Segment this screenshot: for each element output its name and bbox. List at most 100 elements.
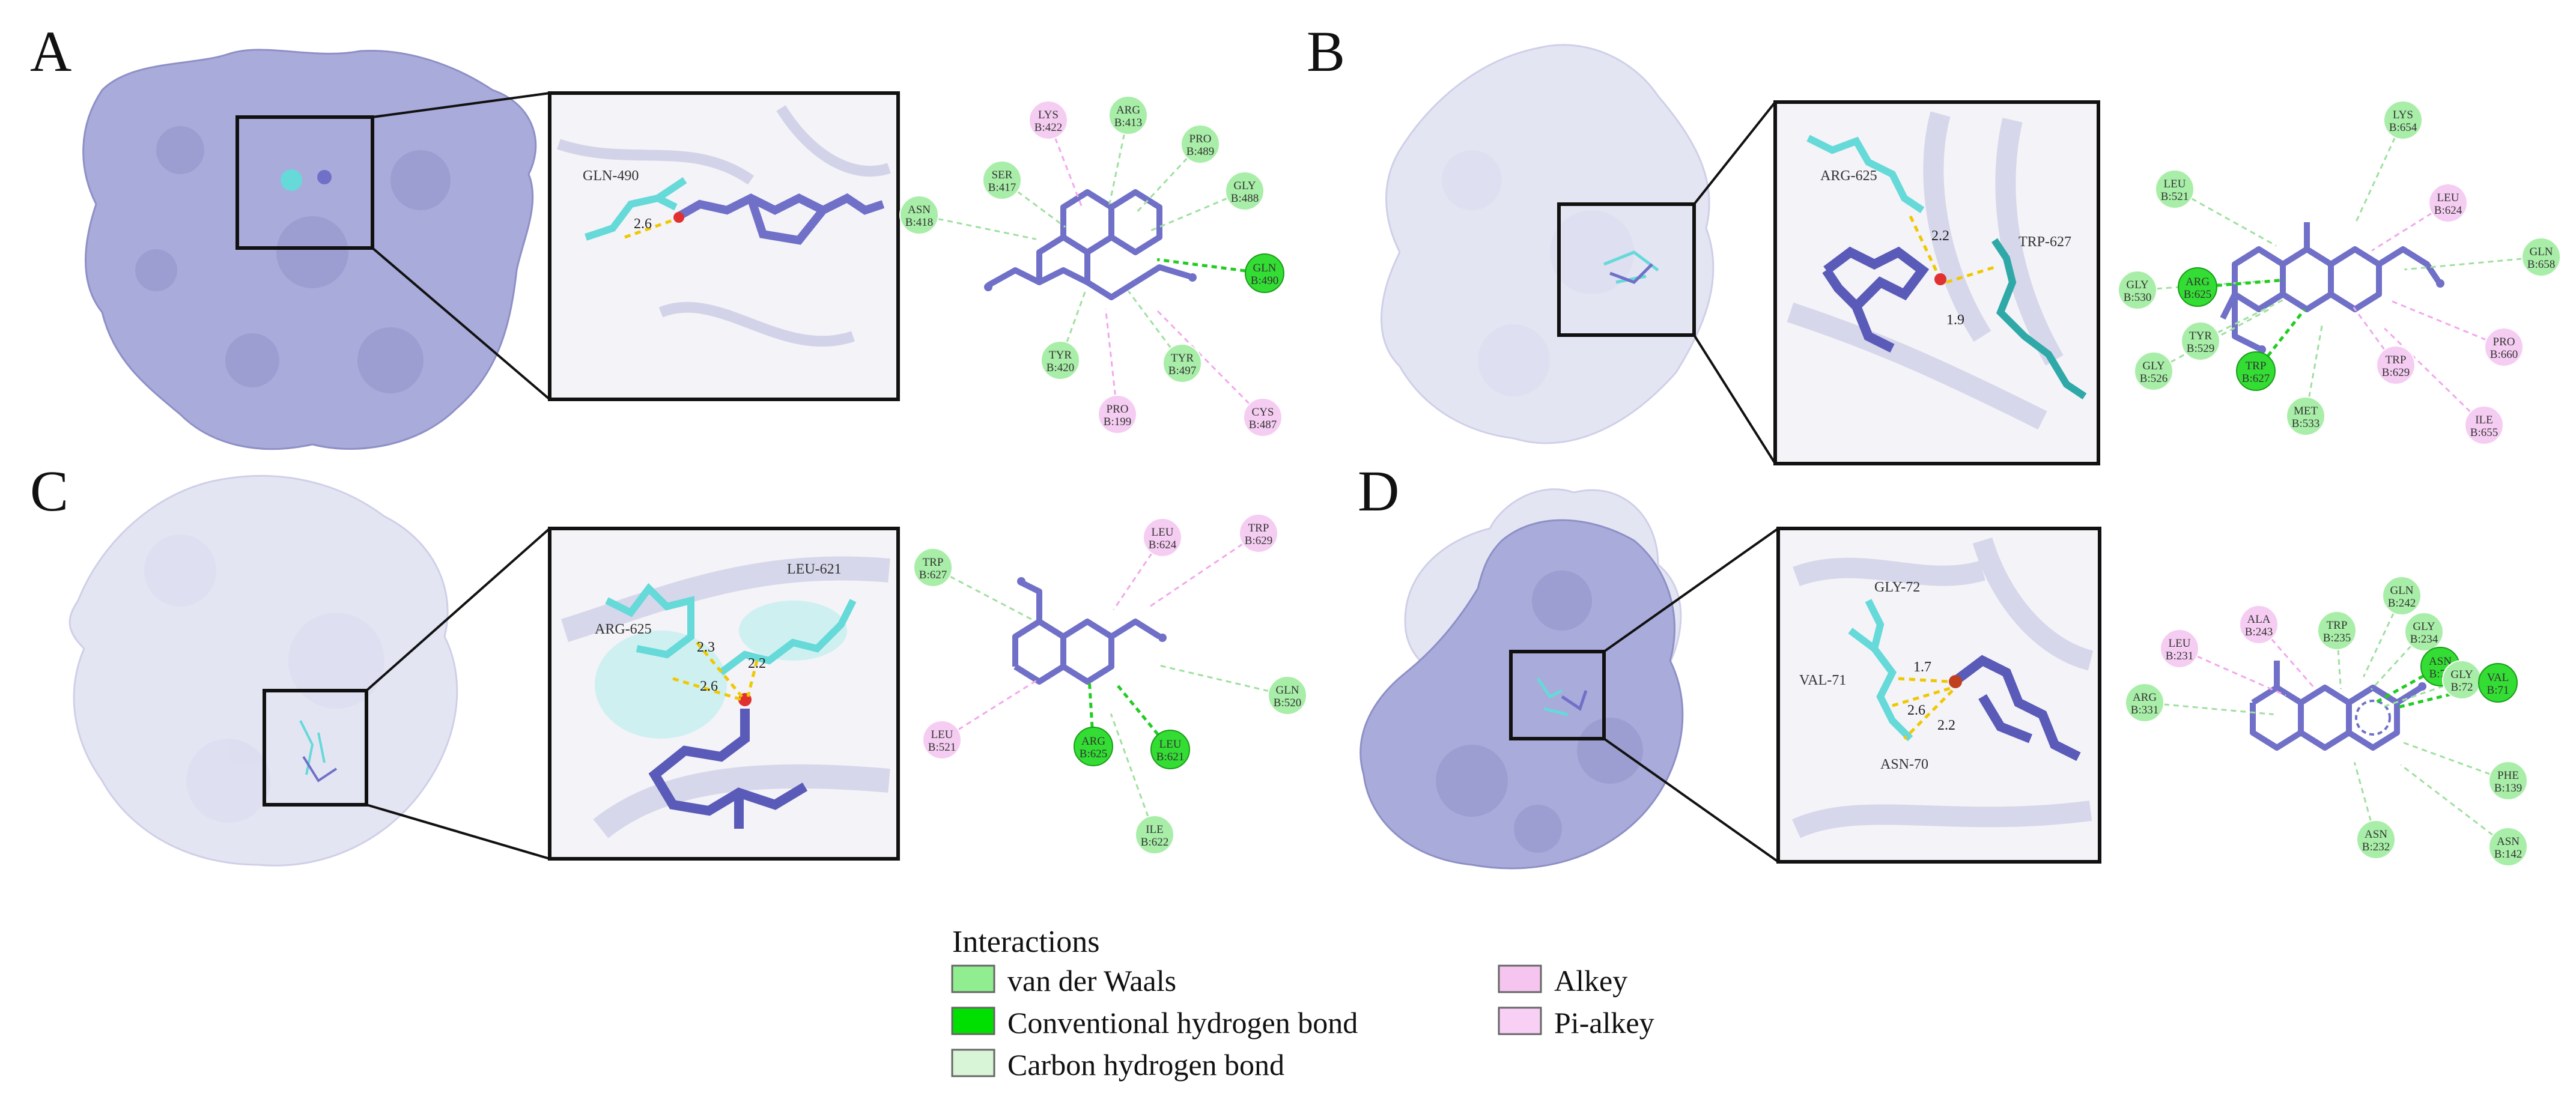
residue-name: ASN <box>908 204 931 216</box>
residue-name: TYR <box>2189 330 2212 342</box>
residue-id: B:624 <box>1149 539 1177 551</box>
residue-id: B:242 <box>2388 597 2416 610</box>
residue-name: ASN <box>2365 828 2387 841</box>
residue-id: B:72 <box>2451 681 2473 694</box>
residue-id: B:417 <box>988 181 1016 194</box>
residue-circle <box>1239 513 1278 553</box>
residue-name: ILE <box>2475 414 2493 426</box>
residue-circle <box>1108 95 1148 135</box>
residue-name: SER <box>992 169 1013 181</box>
residue-circle <box>1074 727 1113 766</box>
residue-circle <box>922 720 962 760</box>
residue-name: PHE <box>2497 769 2519 782</box>
focus-box-d <box>1509 650 1606 740</box>
protein-surface-c <box>68 475 458 867</box>
residue-group-d: GLNB:242ALAB:243TRPB:235GLYB:234LEUB:231… <box>2125 576 2528 867</box>
distance-label: 2.2 <box>1931 228 1949 244</box>
surface-texture-a <box>135 126 451 393</box>
panel-label-c: C <box>30 459 68 523</box>
ligand-2d-d <box>2250 661 2423 751</box>
distance-label: 1.9 <box>1946 312 1964 328</box>
residue-name: GLN <box>1253 262 1276 274</box>
residue-circle <box>2464 405 2504 445</box>
residue-name: GLY <box>2126 279 2148 291</box>
residue-circle <box>2286 396 2325 436</box>
zoom-residue-label: ARG-625 <box>1820 168 1877 184</box>
interaction-line <box>2391 300 2505 348</box>
residue-name: TRP <box>923 556 944 569</box>
residue-id: B:624 <box>2434 204 2462 217</box>
residue-circle <box>2488 761 2528 801</box>
residue-circle <box>2382 576 2422 616</box>
residue-id: B:530 <box>2124 291 2151 304</box>
residue-circle <box>2236 351 2276 391</box>
residue-circle <box>1180 124 1220 164</box>
ligand-2d-a <box>986 189 1191 300</box>
residue-name: ARG <box>1116 104 1140 117</box>
residue-name: TRP <box>1248 522 1269 534</box>
residue-id: B:629 <box>2382 366 2410 379</box>
legend-swatch <box>951 964 995 993</box>
residue-circle <box>982 160 1022 200</box>
residue-circle <box>2383 100 2423 140</box>
residue-name: GLY <box>2450 668 2473 681</box>
residue-circle <box>2428 183 2468 223</box>
surface-texture-d <box>1436 571 1643 853</box>
protein-surface-d <box>1359 519 1684 870</box>
residue-name: TRP <box>2327 619 2348 632</box>
residue-circle <box>2125 683 2164 722</box>
panel-label-d: D <box>1358 459 1399 523</box>
residue-name: PRO <box>2493 336 2515 348</box>
residue-circle <box>1040 341 1080 380</box>
interaction-line <box>1134 143 1201 216</box>
residue-name: ARG <box>2186 276 2210 288</box>
residue-name: ARG <box>1081 735 1105 748</box>
legend-label: Pi-alkey <box>1554 1006 1654 1040</box>
legend-swatch <box>1498 964 1542 993</box>
residue-name: LEU <box>931 728 953 741</box>
zoom-box-a <box>548 91 900 401</box>
residue-name: LEU <box>2169 637 2191 650</box>
residue-circle <box>2404 612 2444 652</box>
residue-name: TYR <box>1049 349 1072 362</box>
legend-item: Alkey <box>1498 964 1627 997</box>
legend-swatch <box>951 1049 995 1077</box>
panel-b: B ARG-625 TRP-627 2.2 1.9 <box>1307 19 2561 465</box>
residue-name: LEU <box>1159 738 1182 751</box>
residue-circle <box>2376 345 2416 385</box>
interaction-line <box>1110 713 1156 835</box>
panel-label-b: B <box>1307 19 1345 83</box>
residue-circle <box>2484 327 2524 367</box>
residue-circle <box>1162 344 1202 383</box>
focus-box-b <box>1557 202 1696 337</box>
legend-label: Alkey <box>1554 964 1627 997</box>
residue-id: B:490 <box>1251 274 1278 287</box>
residue-name: PRO <box>1189 133 1212 145</box>
interaction-line <box>1146 532 1259 610</box>
residue-id: B:621 <box>1156 751 1184 763</box>
residue-id: B:487 <box>1249 419 1277 431</box>
residue-name: LYS <box>2393 109 2413 121</box>
residue-id: B:521 <box>2161 190 2189 203</box>
